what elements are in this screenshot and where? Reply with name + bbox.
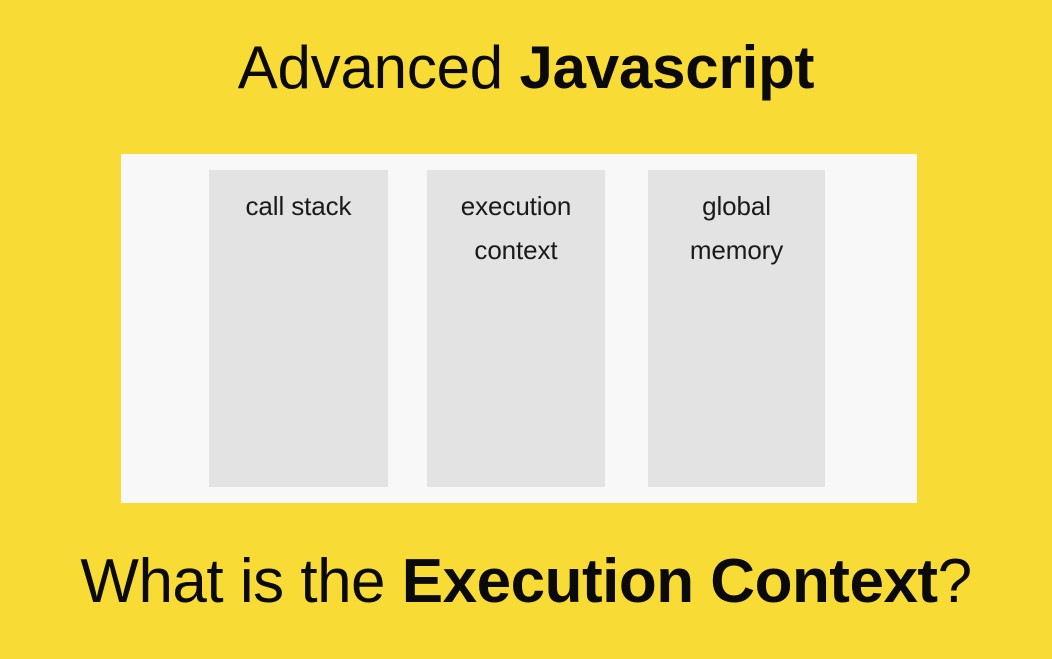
page-caption: What is the Execution Context? <box>0 545 1052 619</box>
diagram-column-call-stack: call stack <box>209 170 388 487</box>
diagram-column-global-memory: global memory <box>648 170 825 487</box>
diagram-column-execution-context: execution context <box>427 170 605 487</box>
diagram-panel: call stack execution context global memo… <box>121 154 917 503</box>
page-caption-bold: Execution Context <box>401 547 938 616</box>
diagram-column-label-call-stack: call stack <box>245 191 352 221</box>
diagram-column-label-execution-context: execution context <box>460 191 572 265</box>
page-title-bold: Javascript <box>519 34 815 101</box>
page-caption-prefix: What is the <box>80 547 402 616</box>
page-title-regular: Advanced <box>237 34 520 101</box>
diagram-column-label-global-memory: global memory <box>689 191 784 265</box>
page-caption-suffix: ? <box>937 547 972 616</box>
page-title: Advanced Javascript <box>0 33 1052 103</box>
